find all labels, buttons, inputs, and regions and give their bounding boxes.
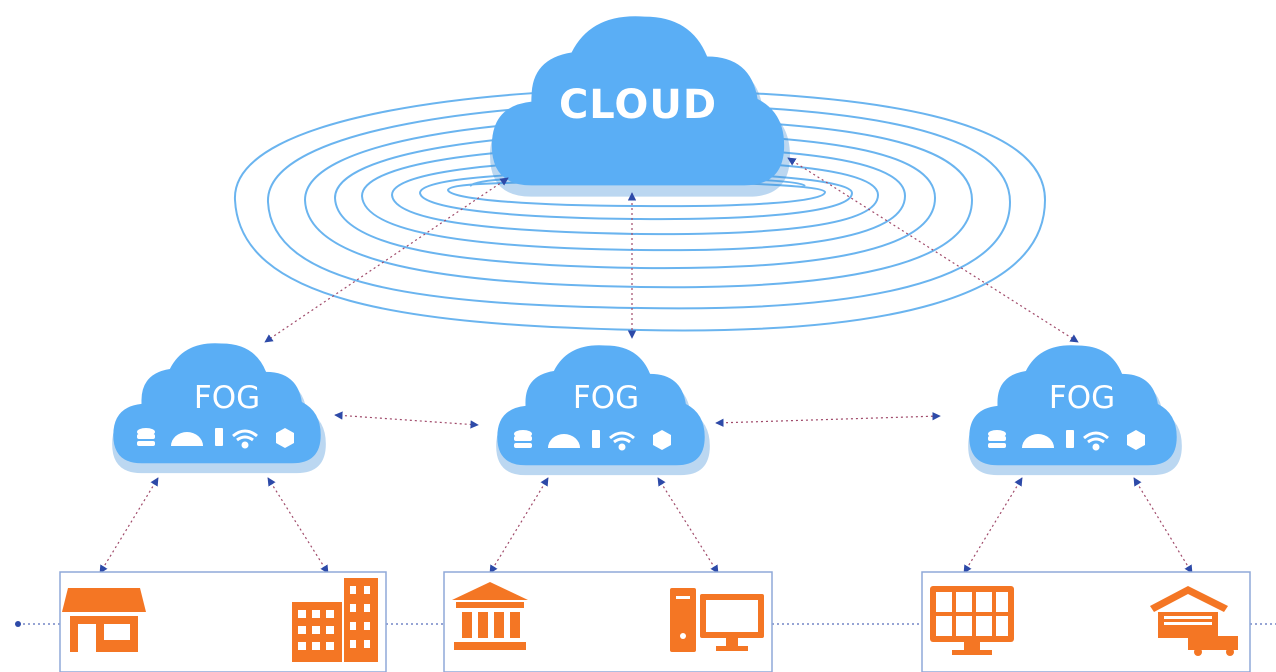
- cloud-node: CLOUD: [490, 16, 790, 197]
- bank-icon: [452, 582, 528, 650]
- office-building-icon: [292, 578, 378, 662]
- device-icon: [215, 428, 223, 446]
- monitor-icon: [930, 586, 1014, 655]
- device-icon: [1066, 430, 1074, 448]
- database-icon: [137, 428, 155, 446]
- wifi-icon: [1083, 431, 1109, 451]
- hexagon-icon: [653, 430, 671, 450]
- dome-icon: [1022, 434, 1054, 448]
- connection-links: [99, 157, 1193, 574]
- fog-node-center: FOG: [496, 345, 710, 476]
- edge-group-center: [443, 571, 773, 672]
- database-icon: [514, 430, 532, 448]
- storefront-icon: [62, 588, 146, 652]
- fog-node-left: FOG: [112, 343, 326, 474]
- device-icon: [592, 430, 600, 448]
- wifi-icon: [232, 429, 258, 449]
- dome-icon: [548, 434, 580, 448]
- warehouse-truck-icon: [1150, 586, 1238, 656]
- edge-group-right: [921, 571, 1251, 672]
- cloud-label: CLOUD: [559, 82, 717, 128]
- fog-node-right: FOG: [968, 345, 1182, 476]
- dome-icon: [171, 432, 203, 446]
- fog-label: FOG: [573, 380, 639, 416]
- edge-group-left: [59, 571, 387, 672]
- wifi-icon: [609, 431, 635, 451]
- fog-label: FOG: [194, 380, 260, 416]
- fog-label: FOG: [1049, 380, 1115, 416]
- hexagon-icon: [1127, 430, 1145, 450]
- baseline-endpoint: [15, 621, 21, 627]
- database-icon: [988, 430, 1006, 448]
- desktop-computer-icon: [670, 588, 764, 652]
- hexagon-icon: [276, 428, 294, 448]
